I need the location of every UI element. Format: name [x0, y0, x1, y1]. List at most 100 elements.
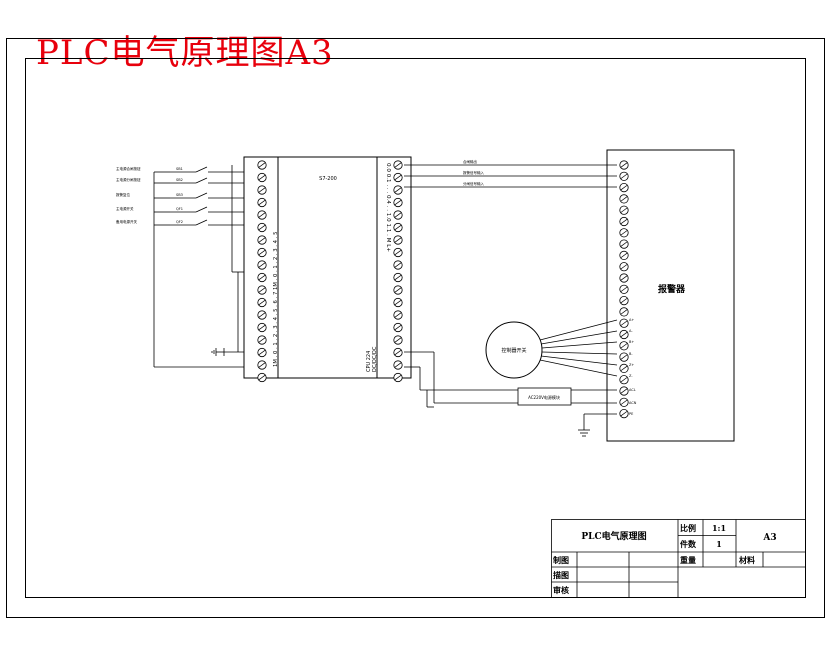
- title-block-weight-label: 重量: [680, 555, 696, 565]
- title-block-description-label: 描图: [553, 570, 569, 580]
- input-label: 主电源分闸按钮: [116, 177, 141, 182]
- plc-output-terminal-screw: [394, 187, 402, 193]
- alarm-terminal-screw: [620, 332, 628, 337]
- switch-contact-line: [195, 219, 208, 226]
- encoder-port-z-minus: Z-: [629, 374, 633, 378]
- plc-input-terminal-screw: [258, 375, 266, 380]
- switch-tag: QF2: [176, 220, 183, 224]
- power-port-acl: ACL: [629, 388, 636, 392]
- switch-tag: SB2: [176, 178, 183, 182]
- plc-input-terminal-screw: [258, 300, 266, 305]
- title-block-drawing-name: PLC电气原理图: [581, 530, 646, 542]
- encoder-port-a-minus: A-: [629, 329, 633, 333]
- alarm-terminal-screw: [620, 207, 628, 213]
- controller-switch-circle: [485, 321, 543, 379]
- title-block-drawn-by-label: 制图: [553, 555, 569, 565]
- plc-output-terminal-screw: [394, 300, 402, 305]
- switch-tag: SB1: [176, 167, 183, 171]
- plc-output-terminal-screw: [394, 362, 402, 368]
- plc-cpu-label: CPU 224: [366, 351, 372, 372]
- plc-output-terminal-screw: [394, 175, 402, 180]
- plc-input-terminal-column: [257, 160, 267, 383]
- plc-input-terminal-screw: [258, 275, 266, 280]
- input-wiring: [153, 165, 244, 368]
- plc-input-terminal-screw: [258, 200, 266, 205]
- encoder-wiring: [539, 319, 618, 377]
- plc-body: [243, 156, 412, 379]
- plc-input-terminal-screw: [258, 162, 266, 168]
- input-label: 报警复位: [116, 192, 130, 197]
- alarm-terminal-screw: [620, 320, 628, 326]
- plc-input-terminal-screw: [258, 212, 266, 218]
- alarm-terminal-screw: [620, 399, 628, 405]
- title-block-qty-label: 件数: [680, 539, 697, 549]
- power-port-acn: ACN: [629, 401, 637, 405]
- switch-contact-line: [195, 177, 208, 184]
- plc-output-terminal-labels: 0.0 0.1 . . . 0.4 . . 1.0 1.1 . M L+: [385, 163, 391, 252]
- power-port-pe: PE: [629, 412, 633, 416]
- plc-output-terminal-screw: [394, 262, 402, 268]
- plc-output-terminal-column: [393, 160, 403, 383]
- plc-output-terminal-screw: [394, 237, 402, 243]
- alarm-terminal-screw: [620, 162, 628, 168]
- output-wiring: [404, 164, 617, 437]
- plc-input-terminal-screw: [258, 262, 266, 268]
- plc-supply-label: DC/DC/DC: [372, 346, 378, 372]
- plc-input-terminal-screw: [258, 337, 266, 343]
- plc-output-terminal-screw: [394, 312, 402, 318]
- ground-symbol-left: [211, 348, 225, 356]
- plc-input-terminal-screw: [258, 312, 266, 318]
- alarm-terminal-screw: [620, 185, 628, 191]
- alarm-terminal-column: [619, 160, 629, 419]
- title-block: [551, 519, 806, 598]
- alarm-terminal-screw: [620, 230, 628, 236]
- switch-contact-line: [195, 166, 208, 173]
- alarm-terminal-screw: [620, 219, 628, 224]
- plc-output-terminal-screw: [394, 250, 402, 255]
- plc-output-terminal-screw: [394, 325, 402, 330]
- plc-output-terminal-screw: [394, 212, 402, 218]
- alarm-terminal-screw: [620, 298, 628, 304]
- alarm-terminal-screw: [620, 354, 628, 360]
- plc-input-terminal-screw: [258, 325, 266, 330]
- output-label-2: 报警信号输入: [463, 170, 484, 175]
- title-block-scale-value: 1:1: [712, 523, 726, 533]
- alarm-terminal-screw: [620, 241, 628, 247]
- input-label: 主电源开关: [116, 206, 134, 211]
- alarm-terminal-screw: [620, 365, 628, 371]
- switch-contact-line: [195, 192, 208, 199]
- title-block-size: A3: [762, 533, 776, 543]
- alarm-terminal-screw: [620, 343, 628, 349]
- plc-input-terminal-screw: [258, 237, 266, 243]
- switch-tag: SB3: [176, 193, 183, 197]
- alarm-terminal-screw: [620, 252, 628, 258]
- page-title: PLC电气原理图A3: [36, 33, 334, 73]
- plc-input-terminal-screw: [258, 362, 266, 368]
- plc-input-terminal-screw: [258, 250, 266, 255]
- switch-tag: QF1: [176, 207, 183, 211]
- controller-switch-label: 控制器开关: [501, 347, 526, 354]
- title-block-scale-label: 比例: [680, 523, 696, 533]
- plc-output-terminal-screw: [394, 337, 402, 343]
- plc-input-terminal-screw: [258, 175, 266, 180]
- inner-frame: [25, 58, 806, 598]
- plc-model-label: S7-200: [319, 176, 337, 182]
- output-label-3: 分闸信号输入: [463, 181, 484, 186]
- alarm-terminal-screw: [620, 377, 628, 383]
- alarm-box: [606, 149, 735, 442]
- plc-output-terminal-screw: [394, 375, 402, 380]
- alarm-terminal-screw: [620, 411, 628, 417]
- alarm-terminal-screw: [620, 275, 628, 281]
- plc-output-terminal-screw: [394, 225, 402, 230]
- output-label-1: 合闸输出: [463, 159, 477, 164]
- title-block-qty-value: 1: [716, 539, 722, 549]
- encoder-port-b-minus: B-: [629, 352, 633, 356]
- plc-input-terminal-screw: [258, 187, 266, 193]
- alarm-terminal-screw: [620, 286, 628, 292]
- switch-contact-line: [195, 206, 208, 213]
- input-label: 主电源合闸按钮: [116, 166, 141, 171]
- plc-input-terminal-screw: [258, 225, 266, 230]
- outer-frame: [6, 38, 825, 618]
